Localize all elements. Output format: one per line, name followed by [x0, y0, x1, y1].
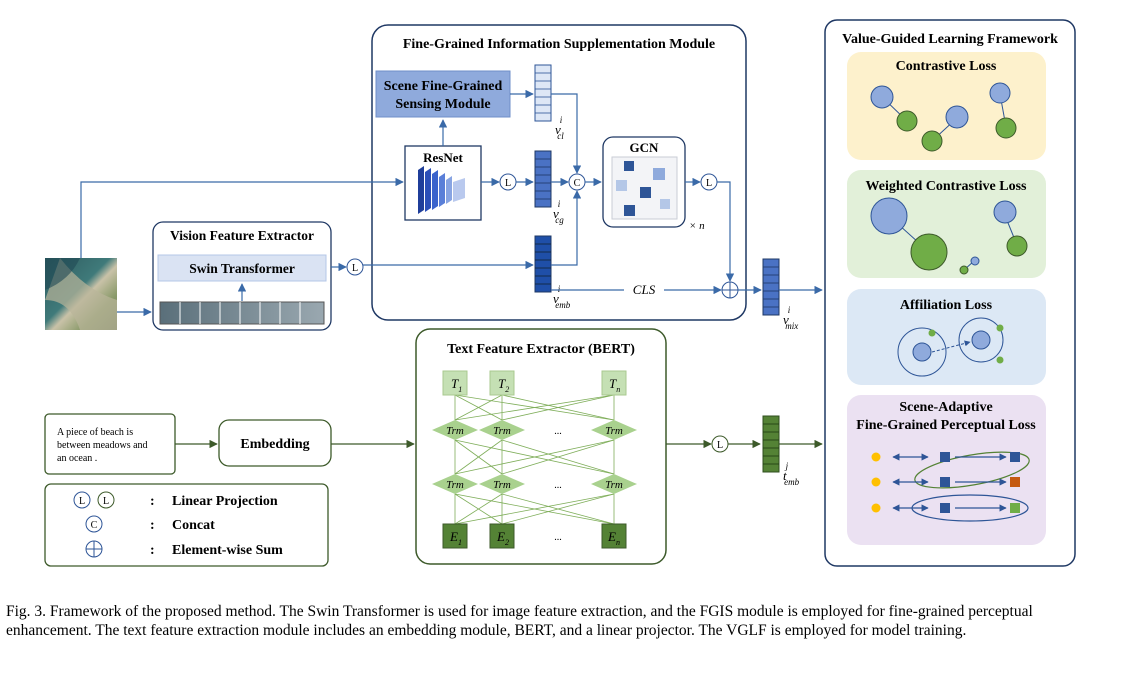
- contrastive-loss-card: Contrastive Loss: [847, 52, 1046, 160]
- svg-text::: :: [150, 543, 155, 558]
- image-arrows: [80, 177, 404, 317]
- trm-layer-top: Trm Trm ... Trm: [432, 420, 637, 440]
- scene-sensing-label-1: Scene Fine-Grained: [384, 79, 503, 94]
- svg-text:Trm: Trm: [605, 479, 623, 491]
- svg-text:Trm: Trm: [493, 479, 511, 491]
- svg-text:T2: T2: [498, 376, 509, 394]
- scene-adaptive-loss-title-2: Fine-Grained Perceptual Loss: [856, 418, 1036, 433]
- svg-text:Trm: Trm: [493, 425, 511, 437]
- input-text-line-1: A piece of beach is: [57, 427, 133, 438]
- svg-text:L: L: [103, 496, 109, 507]
- legend-sum-icon: [85, 540, 103, 558]
- trm-layer-bottom: Trm Trm ... Trm: [432, 474, 637, 494]
- svg-text:...: ...: [554, 426, 562, 437]
- svg-text::: :: [150, 494, 155, 509]
- vision-feature-extractor: Vision Feature Extractor Swin Transforme…: [152, 221, 332, 331]
- framework-diagram: Fine-Grained Information Supplementation…: [44, 19, 1076, 567]
- svg-text:Trm: Trm: [446, 425, 464, 437]
- svg-text:Trm: Trm: [446, 479, 464, 491]
- input-text-line-2: between meadows and: [57, 440, 148, 451]
- linear-op-after-resnet: L: [499, 173, 517, 191]
- linear-op-after-swin: L: [346, 258, 364, 276]
- contrastive-loss-title: Contrastive Loss: [896, 59, 997, 74]
- bert-output-t2: T2: [489, 370, 515, 396]
- resnet-label: ResNet: [423, 150, 463, 165]
- svg-text:E1: E1: [449, 529, 462, 547]
- bert-title: Text Feature Extractor (BERT): [447, 342, 635, 357]
- element-wise-sum-op: [721, 281, 739, 299]
- fgis-arrows: [438, 89, 762, 295]
- svg-text:C: C: [91, 520, 98, 531]
- bert-input-e2: E2: [489, 523, 515, 549]
- svg-text:L: L: [717, 440, 723, 451]
- legend-linear-icon: L L: [73, 491, 115, 509]
- bert-input-e1: E1: [442, 523, 468, 549]
- bert-input-en: En: [601, 523, 627, 549]
- svg-text:...: ...: [554, 480, 562, 491]
- svg-text:L: L: [505, 178, 511, 189]
- svg-text::: :: [150, 518, 155, 533]
- fgis-title: Fine-Grained Information Supplementation…: [403, 37, 715, 52]
- gcn-block: GCN × n: [602, 136, 705, 232]
- svg-text:E2: E2: [496, 529, 509, 547]
- affiliation-loss-card: Affiliation Loss: [847, 289, 1046, 385]
- gcn-repeat: × n: [689, 220, 705, 232]
- legend-concat-label: Concat: [172, 518, 215, 533]
- svg-text:L: L: [79, 496, 85, 507]
- scene-sensing-label-2: Sensing Module: [395, 97, 490, 112]
- bert-connections: [454, 394, 615, 525]
- gcn-label: GCN: [630, 140, 660, 155]
- svg-text:C: C: [574, 178, 581, 189]
- linear-op-text: L: [711, 435, 729, 453]
- svg-text:Tn: Tn: [609, 376, 620, 394]
- input-image: [45, 258, 117, 330]
- scene-adaptive-loss-title-1: Scene-Adaptive: [899, 400, 992, 415]
- vglf-title: Value-Guided Learning Framework: [842, 32, 1058, 47]
- legend: L L : Linear Projection C : Concat : Ele…: [44, 483, 329, 567]
- cls-label: CLS: [633, 282, 656, 297]
- svg-text:T1: T1: [451, 376, 462, 394]
- swin-transformer-label: Swin Transformer: [189, 261, 295, 276]
- figure-caption: Fig. 3. Framework of the proposed method…: [6, 603, 1033, 639]
- bert-output-tn: Tn: [601, 370, 627, 396]
- svg-text:CLS: CLS: [633, 282, 656, 297]
- svg-text:L: L: [706, 178, 712, 189]
- svg-text:Trm: Trm: [605, 425, 623, 437]
- bert-output-t1: T1: [442, 370, 468, 396]
- svg-text:En: En: [607, 529, 620, 547]
- concat-op: C: [568, 173, 586, 191]
- affiliation-loss-title: Affiliation Loss: [900, 298, 993, 313]
- embedding-block: Embedding: [218, 419, 332, 467]
- input-text-box: A piece of beach is between meadows and …: [44, 413, 176, 475]
- legend-concat-icon: C: [85, 515, 103, 533]
- weighted-contrastive-loss-card: Weighted Contrastive Loss: [847, 170, 1046, 278]
- input-text-line-3: an ocean .: [57, 453, 97, 464]
- bert-input-ellipsis: ...: [554, 532, 562, 543]
- scene-sensing-module: Scene Fine-Grained Sensing Module: [375, 70, 511, 118]
- scene-adaptive-loss-card: Scene-Adaptive Fine-Grained Perceptual L…: [847, 395, 1046, 545]
- legend-linear-label: Linear Projection: [172, 494, 278, 509]
- weighted-contrastive-loss-title: Weighted Contrastive Loss: [866, 179, 1028, 194]
- svg-text:L: L: [352, 263, 358, 274]
- resnet-block: ResNet: [404, 145, 482, 221]
- embedding-label: Embedding: [240, 437, 309, 452]
- vision-extractor-title: Vision Feature Extractor: [170, 228, 314, 243]
- legend-sum-label: Element-wise Sum: [172, 543, 283, 558]
- resnet-layers-icon: [418, 166, 465, 214]
- linear-op-after-gcn: L: [700, 173, 718, 191]
